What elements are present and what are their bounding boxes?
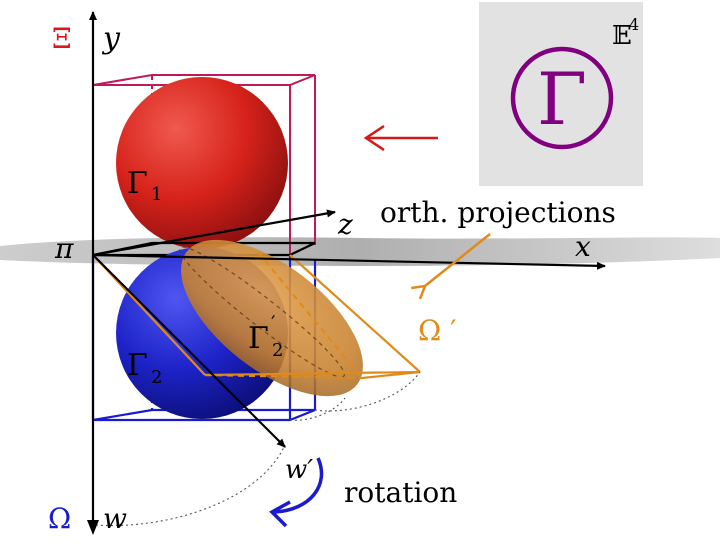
label-z-axis: z [337,208,353,241]
w-axis-arrow [87,520,99,535]
rotation-icon [269,457,324,528]
label-rotation: rotation [344,476,457,509]
ellipsoid-gamma2-prime [181,239,363,397]
inset-gamma-circle [510,46,614,150]
label-gamma1: Γ [127,166,148,201]
z-axis [92,209,336,257]
inset-gamma-symbol: Γ [537,57,587,141]
label-y-axis: y [101,21,121,56]
inset-space-label: 𝔼 [612,21,632,51]
label-w-prime: w′ [285,455,313,485]
label-gamma2-prime-superscript: ′ [271,311,276,335]
rotation-arcs [95,371,421,527]
label-gamma2: Γ [127,348,148,383]
inset-space-superscript: 4 [629,15,639,34]
label-gamma2-prime-subscript: 2 [272,340,283,361]
label-xi: Ξ [52,22,72,55]
label-omega: Ω [48,502,71,535]
inset-box [479,2,643,186]
sphere-gamma1 [116,77,288,249]
label-x-axis: x [575,230,591,263]
orange-projection-arrow [425,233,491,286]
red-projection-arrow [363,124,438,152]
label-orth-projections: orth. projections [380,196,616,229]
x-axis [92,253,606,270]
label-omega-prime: Ω ′ [418,314,456,347]
ellipsoid-gamma2-prime-dashed-edge [178,246,346,378]
w-prime-axis [92,254,286,448]
label-w-axis: w [103,502,127,535]
label-gamma2-subscript: 2 [151,367,162,388]
label-gamma2-prime: Γ [248,321,269,356]
label-gamma1-subscript: 1 [151,184,162,205]
axes [89,11,606,530]
label-pi: π [54,232,74,265]
